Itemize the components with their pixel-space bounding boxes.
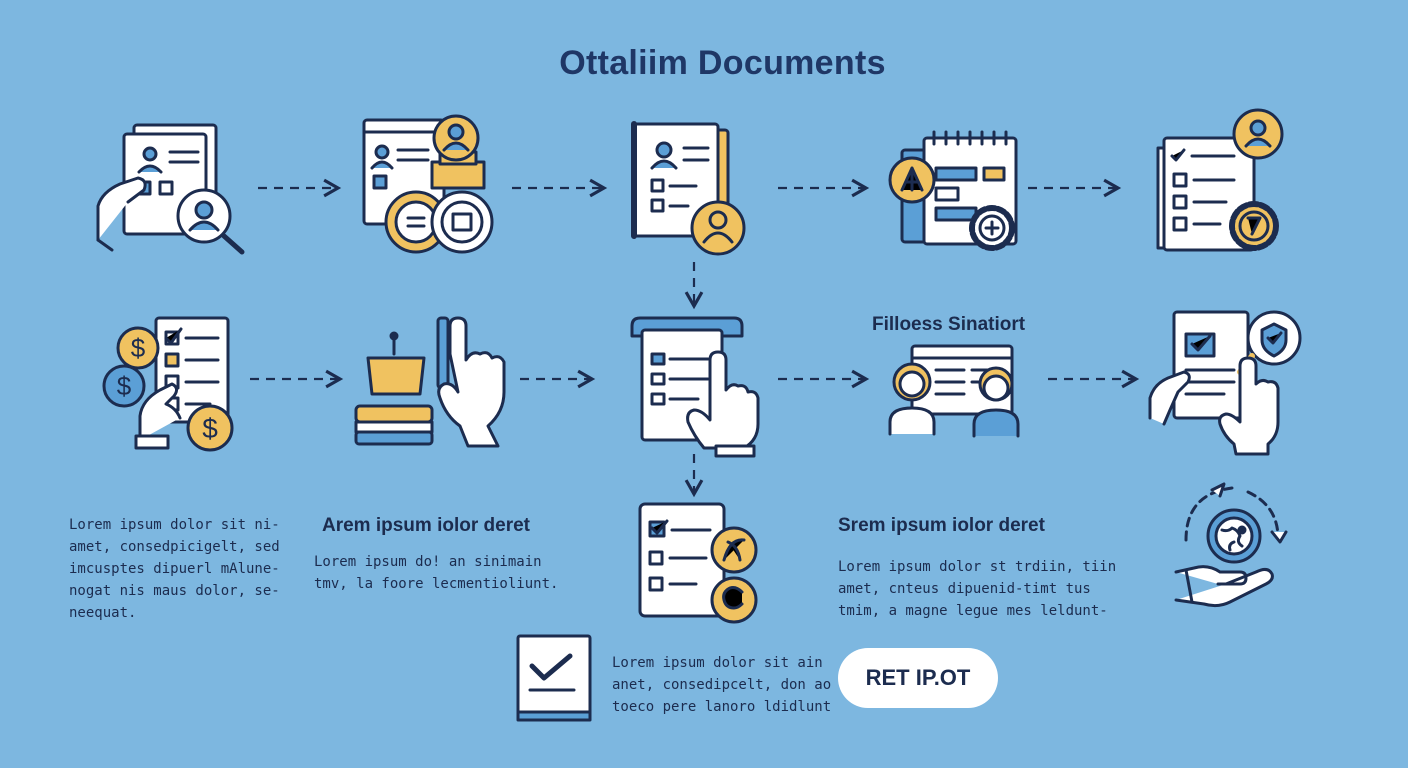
press-hand-icon [354,316,506,448]
text-line: neequat. [69,605,137,621]
text-line: amet, consedpicigelt, sed [69,539,280,555]
step-r2-3 [628,316,768,462]
document-shield-hand-icon [1148,310,1302,456]
text-block-bottom: Lorem ipsum dolor sit ain anet, consedip… [612,652,831,718]
cta-button[interactable]: RET IP.OT [838,648,998,708]
step-r2-2 [352,314,522,454]
text-line: tmv, la foore lecmentioliunt. [314,576,559,592]
text-block-left: Lorem ipsum dolor sit ni- amet, consedpi… [69,514,280,624]
document-search-icon [96,123,245,255]
text-line: Lorem ipsum dolor st trdiin, tiin [838,559,1117,575]
svg-text:$: $ [117,371,132,401]
text-line: anet, consedipcelt, don ao [612,677,832,693]
svg-text:$: $ [131,333,146,363]
checklist-hand-icon [630,316,760,458]
step-r1-5 [1154,108,1294,258]
binder-person-icon [631,121,746,256]
hand-globe-cycle-icon [1174,482,1288,608]
step-r1-4 [888,130,1028,260]
document-coins-icon [362,114,494,254]
text-block-center-left: Lorem ipsum do! an sinimain tmv, la foor… [314,551,558,595]
branch-step [636,500,766,624]
step-r2-5 [1144,308,1314,460]
text-block-center-right: Lorem ipsum dolor st trdiin, tiin amet, … [838,556,1116,622]
text-line: toeco pere lanoro ldidlunt [612,699,832,715]
bottom-doc [514,632,596,726]
page-title: Ottaliim Documents [559,44,886,82]
step-r2-4-label: Filloess Sinatiort [872,314,1026,335]
center-right-heading: Srem ipsum iolor deret [838,515,1045,536]
text-line: Lorem ipsum do! an sinimain [314,554,542,570]
svg-text:$: $ [202,413,218,444]
step-r2-4 [884,340,1034,440]
step-r1-3 [628,118,758,258]
text-line: tmim, a magne legue mes leldunt- [838,603,1108,619]
step-r1-1 [94,120,254,260]
text-line: imcusptes dipuerl mAlune- [69,561,280,577]
checked-document-icon [516,634,592,722]
step-r2-1: $ $ $ [100,312,240,452]
checklist-coins-icon [638,502,758,624]
text-line: amet, cnteus dipuenid-timt tus [838,581,1091,597]
step-r1-2 [358,110,498,260]
text-line: Lorem ipsum dolor sit ain [612,655,823,671]
calendar-settings-icon [888,130,1018,251]
checklist-dollar-icon: $ $ $ [102,316,234,452]
two-people-screen-icon [888,344,1020,438]
cycle-step [1172,480,1292,608]
checklist-person-gear-icon [1156,108,1284,252]
text-line: nogat nis maus dolor, se- [69,583,280,599]
text-line: Lorem ipsum dolor sit ni- [69,517,280,533]
center-left-heading: Arem ipsum iolor deret [322,515,530,536]
